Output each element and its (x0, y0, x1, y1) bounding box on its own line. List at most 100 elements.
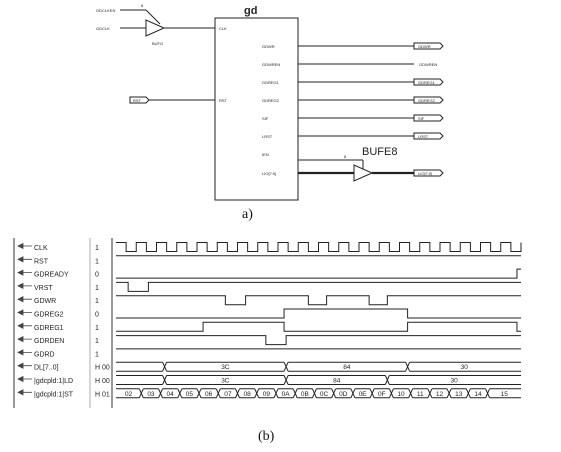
vrst-trace (116, 281, 521, 292)
st-bus-transition (158, 388, 164, 399)
signal-pin-icon (17, 309, 32, 316)
block-pin-label: GDWR (262, 44, 275, 49)
block-pin-label: GDWREN (262, 62, 280, 67)
block-title: gd (244, 5, 257, 17)
ld-bus-transition (162, 375, 168, 385)
st-bus-transition (369, 388, 375, 399)
signal-value: 1 (95, 298, 99, 305)
st-bus-value: 08 (244, 391, 252, 398)
st-bus-value: 12 (436, 391, 444, 398)
block-pin-label: IEN (262, 152, 269, 157)
dl-bus-segment (116, 361, 163, 372)
output-port-label: LIO[7:0] (418, 171, 432, 176)
dl-bus-transition (162, 361, 168, 372)
st-bus-segment (239, 388, 255, 399)
st-bus-value: 13 (455, 391, 463, 398)
st-bus-value: 02 (125, 391, 133, 398)
st-bus-segment (220, 388, 236, 399)
block-pin-label: GDREG2 (262, 98, 280, 103)
st-bus-transition (235, 388, 240, 399)
st-bus-value: 03 (147, 391, 155, 398)
st-bus-segment (431, 388, 448, 399)
st-bus-segment (258, 388, 274, 399)
ld-bus-transition (283, 375, 289, 385)
caption-a: a) (242, 207, 253, 222)
input-port-label: GDCLKEN (96, 8, 115, 13)
block-pin-label: LIO[7:0] (262, 171, 276, 176)
signal-pin-icon (17, 349, 32, 356)
ld-bus-value: 3C (221, 378, 230, 385)
signal-pin-icon (17, 375, 32, 383)
dl-bus-segment (288, 361, 406, 372)
st-bus-segment (412, 388, 428, 399)
st-bus-transition (331, 388, 337, 399)
st-bus-segment (451, 388, 467, 399)
signal-value: H 00 (95, 378, 110, 385)
st-bus-transition (273, 388, 279, 399)
ld-bus-value: 84 (333, 378, 341, 385)
st-bus-segment (470, 388, 486, 399)
output-port-label: SIF (418, 116, 425, 121)
signal-name: VRST (34, 285, 53, 292)
st-bus-segment (143, 388, 159, 399)
st-bus-segment (316, 388, 332, 399)
input-port-label: RST (133, 98, 142, 103)
signal-value: 1 (95, 245, 99, 252)
st-bus-segment (116, 388, 140, 399)
st-bus-value: 0B (301, 391, 309, 398)
output-port (413, 96, 444, 104)
output-port-label: GDREG1 (418, 80, 436, 85)
st-bus-transition (388, 388, 394, 399)
block-pin-label: RST (219, 98, 228, 103)
signal-pin-icon (17, 296, 32, 303)
input-port-rst (129, 96, 150, 104)
gd-block (214, 17, 299, 201)
st-bus-value: 07 (224, 391, 232, 398)
ld-bus-segment (389, 375, 521, 385)
signal-name: DL[7..0] (34, 365, 59, 372)
st-bus-transition (427, 388, 433, 399)
gdreg1-trace (116, 321, 521, 332)
st-bus-transition (485, 388, 491, 399)
st-bus-transition (465, 388, 471, 399)
signal-value: H 01 (95, 391, 110, 398)
output-port (413, 42, 444, 50)
clk-trace (116, 242, 522, 252)
signal-name: GDWR (34, 298, 56, 305)
bus-width-label: 8 (344, 154, 347, 159)
signal-name: |gdcpld:1|ST (34, 391, 74, 398)
st-bus-segment (181, 388, 198, 399)
input-port-label: GDCLK (96, 26, 110, 31)
st-bus-transition (177, 388, 183, 399)
signal-value: 1 (95, 258, 99, 265)
signal-pin-icon (17, 282, 32, 290)
output-port-label: LRST (418, 134, 429, 139)
signal-value: 1 (95, 338, 99, 345)
st-bus-transition (138, 388, 144, 399)
st-bus-segment (201, 388, 217, 399)
signal-name: GDREG2 (34, 312, 64, 319)
st-bus-transition (254, 388, 260, 399)
st-bus-value: 14 (474, 391, 482, 398)
ld-bus-transition (384, 375, 390, 385)
st-bus-segment (374, 388, 390, 399)
ld-bus-segment (166, 375, 285, 385)
st-bus-transition (408, 388, 414, 399)
buffer-title: BUFE8 (362, 146, 397, 158)
st-bus-value: 09 (263, 391, 271, 398)
st-bus-transition (350, 388, 356, 399)
st-bus-value: 0C (320, 391, 329, 398)
block-pin-label: CLK (219, 26, 227, 31)
caption-b: (b) (258, 429, 275, 444)
signal-pin-icon (17, 322, 32, 329)
signal-name: GDRDEN (34, 338, 64, 345)
block-pin-label: LRST (262, 134, 273, 139)
signal-name: GDREADY (34, 272, 69, 279)
st-bus-segment (393, 388, 409, 399)
signal-pin-icon (17, 335, 32, 343)
block-pin-label: GDREG1 (262, 80, 280, 85)
st-bus-value: 0D (339, 391, 348, 398)
st-bus-value: 10 (397, 391, 405, 398)
